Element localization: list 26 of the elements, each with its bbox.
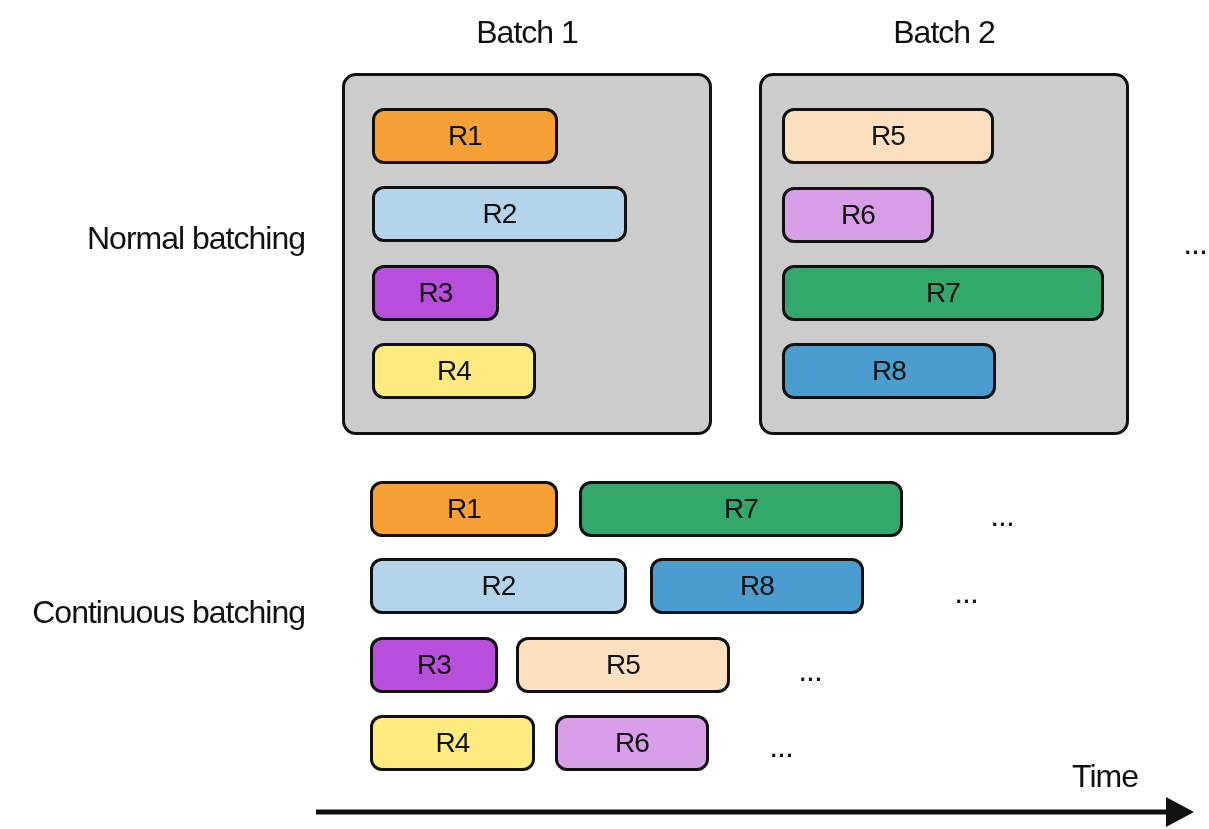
batch-heading: Batch 1 <box>475 14 579 51</box>
request-bar: R7 <box>579 481 903 537</box>
request-bar: R8 <box>650 558 864 614</box>
request-bar: R4 <box>370 715 535 771</box>
request-bar: R7 <box>782 265 1104 321</box>
row-label: Normal batching <box>87 220 305 257</box>
request-bar: R3 <box>372 265 499 321</box>
request-bar: R5 <box>782 108 994 164</box>
request-bar: R1 <box>372 108 558 164</box>
request-bar: R2 <box>370 558 627 614</box>
request-bar: R3 <box>370 637 498 693</box>
axis-label: Time <box>1072 758 1138 795</box>
ellipsis: ... <box>769 728 793 765</box>
row-label: Continuous batching <box>32 594 305 631</box>
ellipsis: ... <box>954 574 978 611</box>
request-bar: R1 <box>370 481 558 537</box>
request-bar: R8 <box>782 343 996 399</box>
batch-heading: Batch 2 <box>892 14 996 51</box>
request-bar: R4 <box>372 343 536 399</box>
request-bar: R6 <box>555 715 709 771</box>
request-bar: R5 <box>516 637 730 693</box>
ellipsis: ... <box>990 497 1014 534</box>
request-bar: R2 <box>372 186 627 242</box>
ellipsis: ... <box>1183 225 1207 262</box>
ellipsis: ... <box>798 652 822 689</box>
request-bar: R6 <box>782 187 934 243</box>
